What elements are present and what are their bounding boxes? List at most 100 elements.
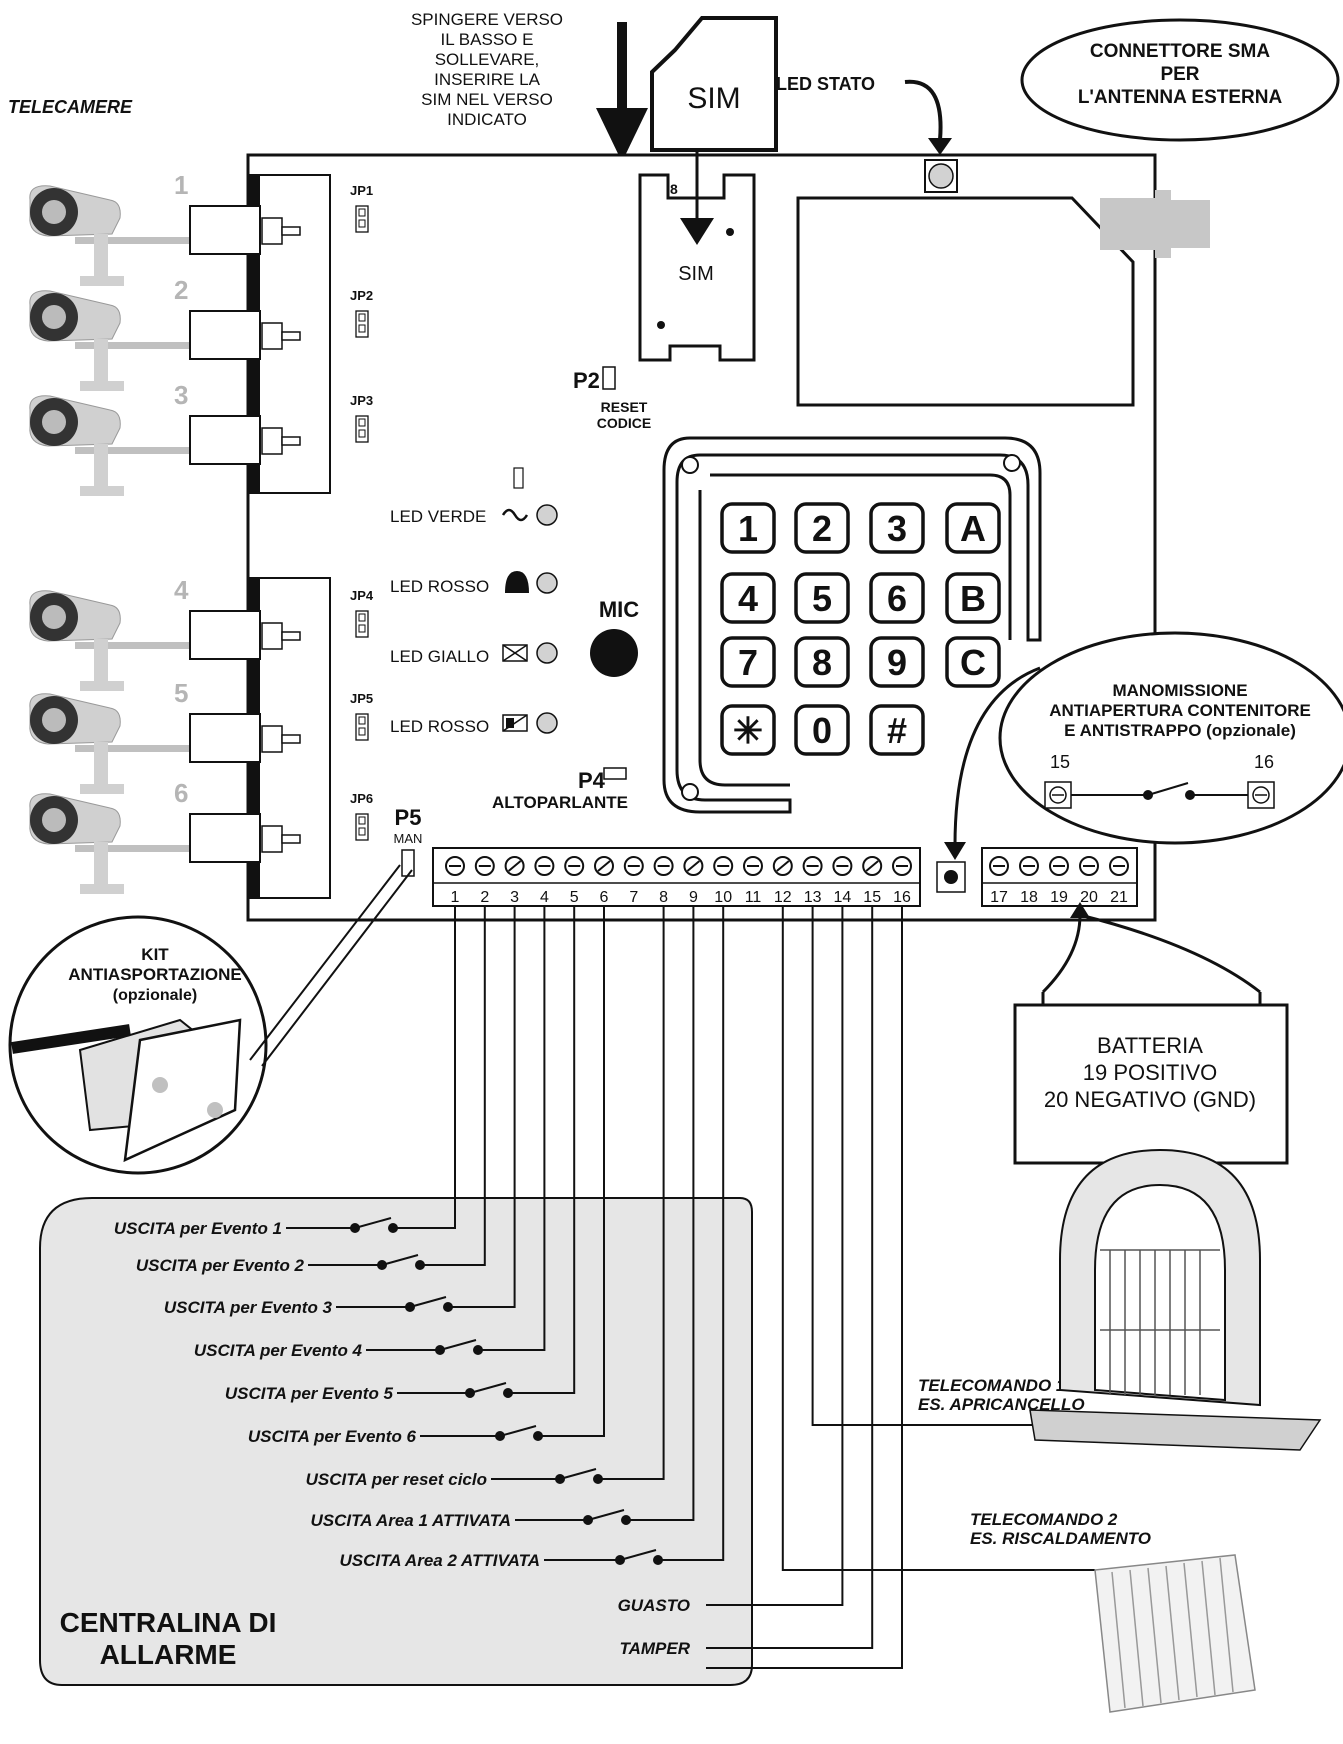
- terminal-18[interactable]: 18: [1019, 856, 1039, 906]
- jumper-3-label: JP3: [350, 393, 373, 408]
- key-9[interactable]: 9: [869, 636, 925, 688]
- camera-2-number: 2: [174, 275, 188, 305]
- tamper-bubble: MANOMISSIONE ANTIAPERTURA CONTENITORE E …: [998, 631, 1343, 845]
- svg-text:6: 6: [887, 578, 907, 619]
- svg-text:ALLARME: ALLARME: [100, 1639, 237, 1670]
- svg-text:RESET: RESET: [601, 399, 648, 415]
- svg-text:1: 1: [738, 508, 758, 549]
- key-2[interactable]: 2: [794, 502, 850, 554]
- terminal-12[interactable]: 12: [772, 856, 793, 906]
- svg-text:0: 0: [812, 710, 832, 751]
- p5-connector[interactable]: [401, 849, 415, 877]
- key-7[interactable]: 7: [720, 636, 776, 688]
- svg-text:PER: PER: [1160, 64, 1199, 85]
- key-✳[interactable]: ✳: [720, 704, 776, 756]
- svg-text:14: 14: [834, 889, 852, 906]
- terminal-10[interactable]: 10: [713, 856, 734, 906]
- terminal-19[interactable]: 19: [1049, 856, 1069, 906]
- status-led: [928, 163, 954, 189]
- p2-label: P2: [573, 368, 600, 393]
- svg-text:7: 7: [629, 889, 638, 906]
- led-giallo-label: LED GIALLO: [390, 647, 489, 666]
- camera-3-number: 3: [174, 380, 188, 410]
- terminal-11[interactable]: 11: [743, 856, 763, 906]
- led-rosso-label: LED ROSSO: [390, 577, 489, 596]
- svg-text:USCITA Area 1 ATTIVATA: USCITA Area 1 ATTIVATA: [310, 1511, 511, 1530]
- svg-text:SOLLEVARE,: SOLLEVARE,: [435, 50, 540, 69]
- svg-text:16: 16: [893, 889, 911, 906]
- key-4[interactable]: 4: [720, 572, 776, 624]
- sma-connector: [1100, 190, 1210, 258]
- svg-text:2: 2: [812, 508, 832, 549]
- key-5[interactable]: 5: [794, 572, 850, 624]
- terminal-17[interactable]: 17: [989, 856, 1009, 906]
- tamper-label: TAMPER: [619, 1639, 690, 1658]
- microphone: [590, 629, 638, 677]
- key-8[interactable]: 8: [794, 636, 850, 688]
- terminal-5[interactable]: 5: [564, 856, 585, 906]
- camera-1-number: 1: [174, 170, 188, 200]
- jumper-6-label: JP6: [350, 791, 373, 806]
- key-1[interactable]: 1: [720, 502, 776, 554]
- svg-text:USCITA per reset ciclo: USCITA per reset ciclo: [306, 1470, 487, 1489]
- terminal-16[interactable]: 16: [892, 856, 912, 906]
- jumper-6[interactable]: [355, 813, 369, 841]
- svg-text:USCITA per Evento 1: USCITA per Evento 1: [114, 1219, 282, 1238]
- led-stato-label: LED STATO: [776, 74, 875, 94]
- terminal-15[interactable]: 15: [862, 856, 883, 906]
- svg-text:CENTRALINA DI: CENTRALINA DI: [60, 1607, 277, 1638]
- svg-text:8: 8: [659, 889, 668, 906]
- svg-text:USCITA per Evento 4: USCITA per Evento 4: [194, 1341, 363, 1360]
- gate-drawing: [1029, 1148, 1322, 1451]
- svg-text:INSERIRE LA: INSERIRE LA: [434, 70, 540, 89]
- camera-3: 3 JP3: [29, 380, 373, 496]
- jumper-4-label: JP4: [350, 588, 374, 603]
- svg-text:5: 5: [570, 889, 579, 906]
- key-3[interactable]: 3: [869, 502, 925, 554]
- key-0[interactable]: 0: [794, 704, 850, 756]
- terminal-20[interactable]: 20: [1079, 856, 1099, 906]
- terminal-21[interactable]: 21: [1109, 856, 1129, 906]
- sim-card: SIM: [650, 16, 778, 152]
- svg-text:E ANTISTRAPPO (opzionale): E ANTISTRAPPO (opzionale): [1064, 721, 1296, 740]
- key-#[interactable]: #: [869, 704, 925, 756]
- terminal-6[interactable]: 6: [594, 856, 614, 906]
- p2-jumper[interactable]: [602, 366, 616, 390]
- terminal-8[interactable]: 8: [653, 856, 674, 906]
- svg-text:BATTERIA: BATTERIA: [1097, 1033, 1203, 1058]
- jumper-2[interactable]: [355, 310, 369, 338]
- svg-text:#: #: [887, 710, 907, 751]
- jumper-1[interactable]: [355, 205, 369, 233]
- key-C[interactable]: C: [945, 636, 1001, 688]
- tamper-icon: [502, 714, 528, 732]
- terminal-9[interactable]: 9: [683, 856, 704, 906]
- key-6[interactable]: 6: [869, 572, 925, 624]
- output-3: USCITA per Evento 3: [164, 1296, 453, 1317]
- terminal-7[interactable]: 7: [623, 856, 644, 906]
- output-4: USCITA per Evento 4: [194, 1339, 483, 1360]
- remote1-subtitle: ES. APRICANCELLO: [918, 1395, 1085, 1414]
- jumper-4[interactable]: [355, 610, 369, 638]
- p4-connector[interactable]: [603, 767, 627, 780]
- terminal-13[interactable]: 13: [802, 856, 823, 906]
- guasto-label: GUASTO: [618, 1596, 690, 1615]
- terminal-3[interactable]: 3: [504, 856, 525, 906]
- terminal-14[interactable]: 14: [832, 856, 853, 906]
- terminal-2[interactable]: 2: [474, 856, 495, 906]
- key-A[interactable]: A: [945, 502, 1001, 554]
- svg-text:L'ANTENNA ESTERNA: L'ANTENNA ESTERNA: [1078, 87, 1283, 108]
- jumper-3[interactable]: [355, 415, 369, 443]
- terminal-1[interactable]: 1: [445, 856, 465, 906]
- led-rosso-2-label: LED ROSSO: [390, 717, 489, 736]
- terminal-4[interactable]: 4: [534, 856, 555, 906]
- key-B[interactable]: B: [945, 572, 1001, 624]
- svg-text:15: 15: [863, 889, 881, 906]
- p5-label: P5: [395, 805, 422, 830]
- svg-text:19: 19: [1050, 889, 1068, 906]
- jumper-5[interactable]: [355, 713, 369, 741]
